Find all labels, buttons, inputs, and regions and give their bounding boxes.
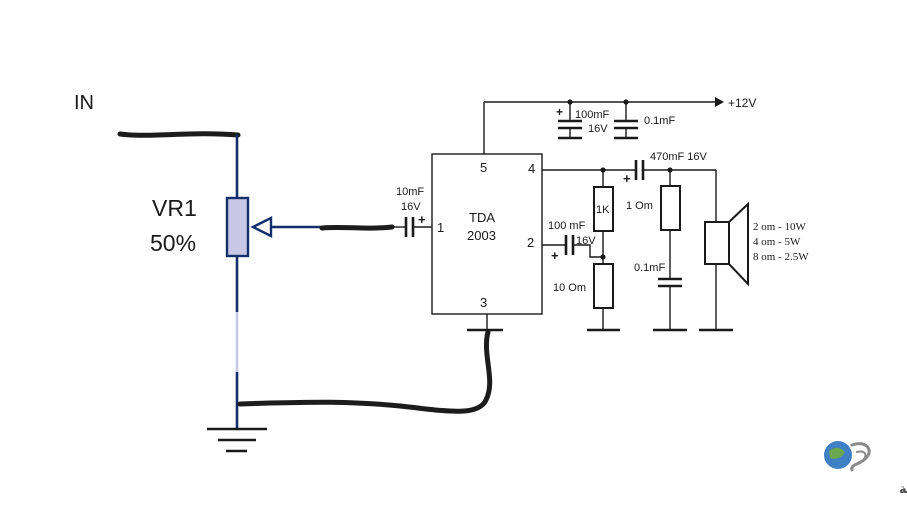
ic-pin-5: 5 <box>480 160 487 175</box>
speaker-magnet <box>704 221 730 265</box>
zobel-cap-value: 0.1mF <box>634 262 665 274</box>
ic-pin-2: 2 <box>527 235 534 250</box>
bulk-cap-value: 100mF <box>575 109 610 121</box>
logo <box>824 441 871 472</box>
fb-cap-voltage: 16V <box>576 235 596 247</box>
speaker-rating: 8 om - 2.5W <box>753 251 809 263</box>
fb-res-top-value: 1K <box>596 204 610 216</box>
supply-arrow-icon <box>715 97 724 107</box>
potentiometer-body <box>225 196 250 258</box>
input-cap-value: 10mF <box>396 186 424 198</box>
input-wire <box>117 131 241 138</box>
ground-return-wire <box>237 329 493 414</box>
speaker-rating: 2 om - 10W <box>753 221 806 233</box>
ic-pin-3: 3 <box>480 295 487 310</box>
ic-pin-4: 4 <box>528 161 535 176</box>
fb-cap-polarity: + <box>551 248 559 263</box>
feedback-resistor-10ohm <box>593 263 614 309</box>
fb-cap-value: 100 mF <box>548 220 586 232</box>
ic-label-line1: TDA <box>469 210 495 225</box>
supply-label: +12V <box>728 96 756 110</box>
output-cap-polarity: + <box>623 171 631 186</box>
ic-pin-1: 1 <box>437 220 444 235</box>
zobel-resistor <box>660 185 681 231</box>
input-cap-polarity: + <box>418 212 426 227</box>
wiper-to-cap-wire <box>319 224 395 231</box>
ic-label-line2: 2003 <box>467 228 496 243</box>
speaker-icon <box>728 201 749 287</box>
wiper-arrow-icon <box>250 216 273 238</box>
output-cap-value: 470mF 16V <box>650 151 708 163</box>
ic-body <box>431 153 543 315</box>
input-cap-voltage: 16V <box>401 201 421 213</box>
zobel-res-value: 1 Om <box>626 200 653 212</box>
pot-name: VR1 <box>152 195 197 221</box>
bulk-cap-voltage: 16V <box>588 123 608 135</box>
pot-setting: 50% <box>150 230 196 256</box>
bulk-cap-polarity: + <box>556 105 563 119</box>
fb-res-bottom-value: 10 Om <box>553 282 586 294</box>
fb-cap-lead <box>573 244 603 258</box>
logo-text: القرية الالكترونية <box>899 482 907 497</box>
input-label: IN <box>74 92 94 114</box>
speaker-rating: 4 om - 5W <box>753 236 801 248</box>
decouple-cap-value: 0.1mF <box>644 115 675 127</box>
